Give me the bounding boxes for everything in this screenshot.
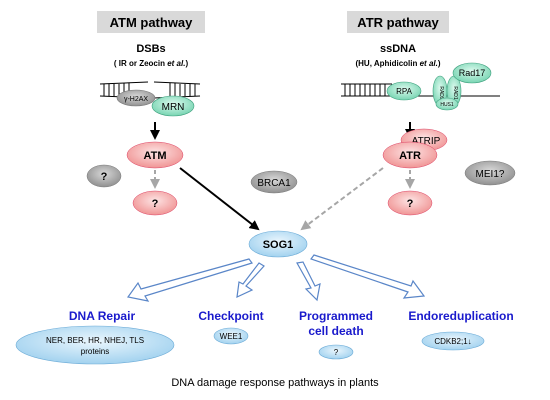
atm-to-sog1-arrow [179,167,260,231]
atr-panel: ATR pathway ssDNA (HU, Aphidicolin et al… [341,11,516,216]
dna-repair-detail-line2: proteins [81,347,109,356]
atrip-label: ATRIP [412,136,441,147]
brca1-label: BRCA1 [257,178,291,189]
center-hub: BRCA1 SOG1 [179,167,384,258]
rad1-label: RAD1 [452,86,458,100]
outcome-endoreduplication: Endoreduplication CDKB2;1↓ [408,309,514,351]
endoreduplication-title: Endoreduplication [408,309,513,323]
rad17-label: Rad17 [459,68,486,78]
pcd-title-line1: Programmed [299,309,373,323]
gamma-h2ax-label: γ-H2AX [124,96,148,103]
outcome-checkpoint: Checkpoint WEE1 [198,309,264,345]
mei1-label: MEI1? [476,169,505,180]
atm-trigger: DSBs [136,43,165,55]
outcome-pcd: Programmed cell death ? [299,309,373,360]
atm-kinase-node [126,141,184,169]
arrow-to-pcd [296,261,321,302]
atm-trigger-source: ( IR or Zeocin et al.) [114,59,189,68]
checkpoint-detail: WEE1 [220,332,243,341]
sog1-label: SOG1 [263,239,294,251]
atr-trigger-source: (HU, Aphidicolin et al.) [355,59,440,68]
dna-repair-detail-node [15,325,175,365]
pcd-title-line2: cell death [308,324,363,338]
dna-repair-detail-line1: NER, BER, HR, NHEJ, TLS [46,336,144,345]
arrow-to-checkpoint [236,262,265,299]
pcd-detail: ? [334,348,339,357]
dna-repair-title: DNA Repair [69,309,136,323]
gamma-h2ax-node [116,89,156,107]
atr-kinase-label: ATR [399,150,421,162]
atr-unknown-downstream-label: ? [407,198,414,210]
endoreduplication-detail-node [421,331,485,351]
outcome-dna-repair: DNA Repair NER, BER, HR, NHEJ, TLS prote… [15,309,175,365]
atm-kinase-label: ATM [143,150,166,162]
atr-header-bg [347,11,449,33]
rpa-label: RPA [396,87,413,96]
rad17-node [452,62,492,84]
mrn-node [151,95,195,117]
outcome-arrows [126,254,426,302]
atm-header-bg [97,11,205,33]
mrn-label: MRN [162,102,185,113]
rad9-label: RAD9 [438,86,444,100]
checkpoint-detail-node [213,327,249,345]
pcd-detail-node [318,344,354,360]
atm-unknown-upstream-label: ? [101,171,108,183]
atr-title: ATR pathway [357,15,439,30]
ssdna-icon [341,83,500,97]
atr-kinase-node [382,141,438,169]
atm-unknown-downstream-node [132,190,178,216]
mei1-node [464,160,516,186]
rpa-node [386,81,422,101]
endoreduplication-detail: CDKB2;1↓ [434,337,471,346]
hus1-label: HUS1 [440,102,454,108]
arrow-to-endoreduplication [310,254,426,299]
brca1-node [250,170,298,194]
atm-unknown-downstream-label: ? [152,198,159,210]
checkpoint-title: Checkpoint [198,309,263,323]
atr-trigger: ssDNA [380,43,416,55]
arrow-to-dna-repair [126,258,253,302]
atm-title: ATM pathway [110,15,194,30]
sog1-node [248,230,308,258]
atr-unknown-downstream-node [387,190,433,216]
hus1-node [435,97,459,111]
figure-caption: DNA damage response pathways in plants [171,377,379,389]
atr-to-sog1-arrow [300,167,384,231]
atm-unknown-upstream-node [86,164,122,188]
atm-panel: ATM pathway DSBs ( IR or Zeocin et al.) … [86,11,205,216]
